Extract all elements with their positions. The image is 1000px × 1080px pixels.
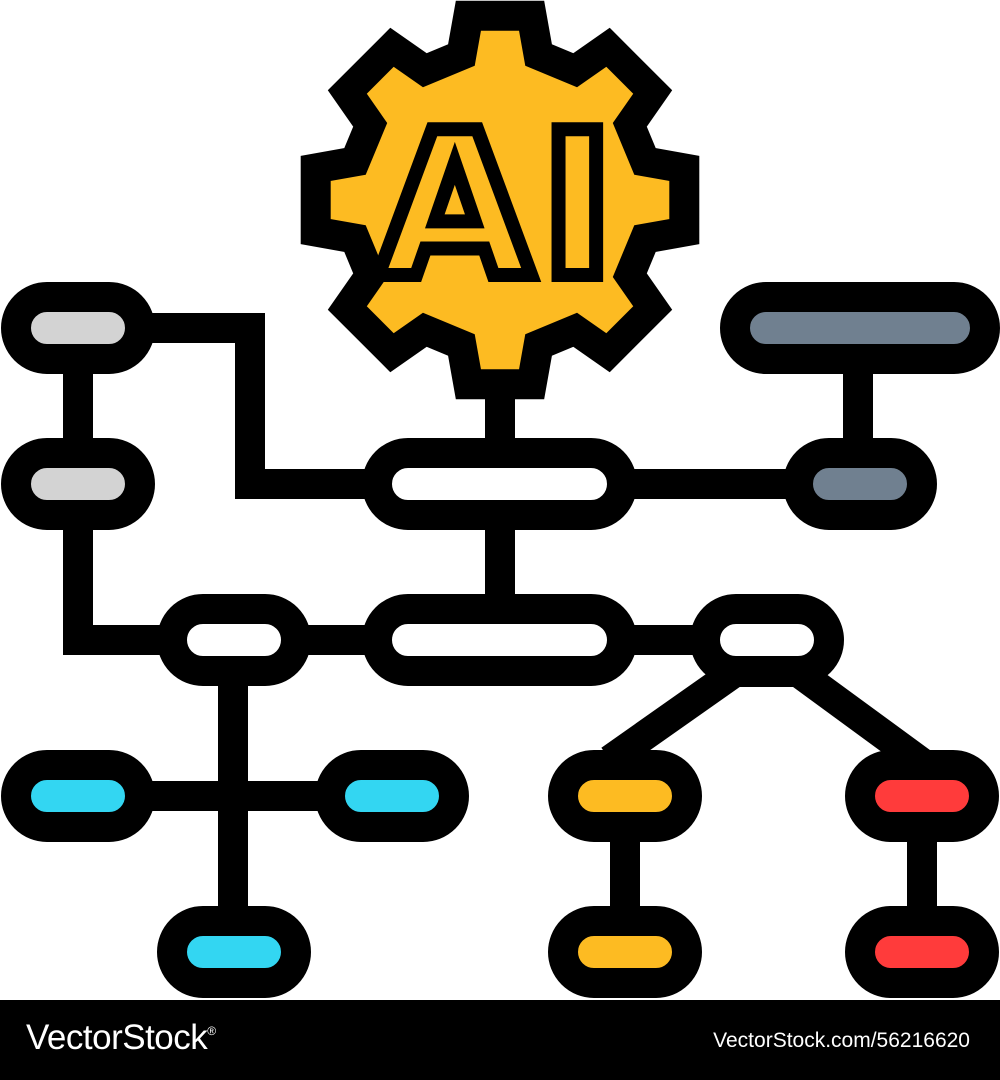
gear-label: AI	[377, 90, 622, 323]
node-red-bottom	[845, 906, 999, 998]
connector-left-to-lower-left	[63, 520, 170, 655]
nodes	[1, 282, 1000, 998]
connector-topleft-to-hub	[150, 313, 370, 499]
watermark-image-id: VectorStock.com/56216620	[713, 1029, 970, 1052]
brand-name: VectorStock	[26, 1018, 208, 1057]
node-yellow-bottom	[548, 906, 702, 998]
node-lower-left	[157, 594, 311, 686]
watermark-bar: VectorStock® VectorStock.com/56216620	[0, 1000, 1000, 1080]
node-cyan-right	[315, 750, 469, 842]
node-center	[362, 594, 637, 686]
node-cyan-bottom	[157, 906, 311, 998]
gear-icon: AI	[300, 0, 700, 400]
node-cyan-left	[1, 750, 155, 842]
node-right-middle	[783, 438, 937, 530]
node-hub	[362, 438, 637, 530]
connector-lines	[63, 313, 937, 920]
node-top-right	[720, 282, 1000, 374]
node-red-top	[845, 750, 999, 842]
ai-flowchart-icon: AI	[1, 0, 1000, 998]
gear-shape	[300, 0, 700, 400]
node-lower-right	[690, 594, 844, 686]
registered-mark: ®	[207, 1024, 216, 1038]
watermark-brand: VectorStock®	[26, 1018, 216, 1058]
node-left-middle	[1, 438, 155, 530]
node-yellow-top	[548, 750, 702, 842]
node-top-left	[1, 282, 155, 374]
